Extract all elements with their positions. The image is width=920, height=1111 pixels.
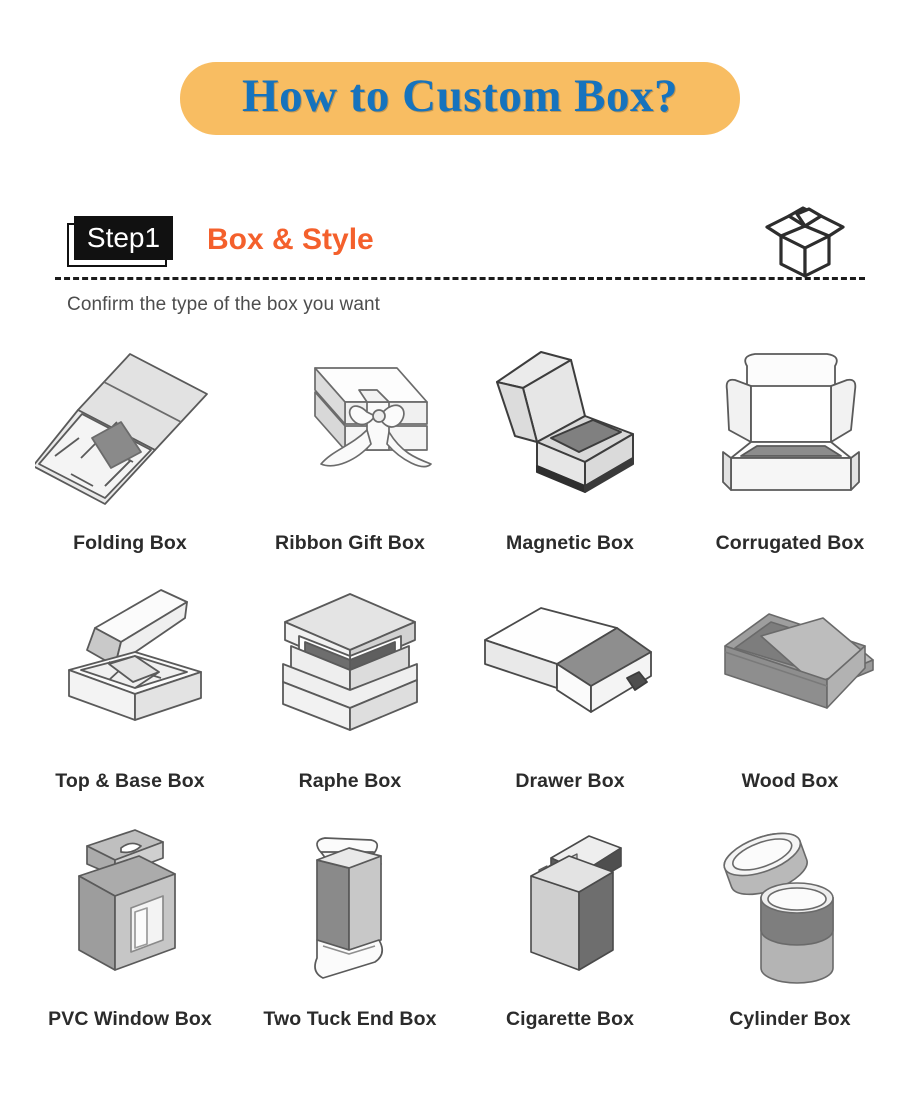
page-header: How to Custom Box? (0, 0, 920, 135)
box-card-label: Two Tuck End Box (263, 1007, 437, 1030)
box-card-pvc-window-box[interactable]: PVC Window Box (20, 818, 240, 1054)
raphe-box-illustration (240, 580, 460, 758)
box-type-grid: Folding Box (20, 342, 900, 1054)
magnetic-box-illustration (460, 342, 680, 520)
folding-box-illustration (20, 342, 240, 520)
box-card-two-tuck-end-box[interactable]: Two Tuck End Box (240, 818, 460, 1054)
box-card-label: Cylinder Box (729, 1007, 851, 1030)
box-card-label: Ribbon Gift Box (275, 531, 425, 554)
step-badge: Step1 (67, 215, 173, 267)
box-card-ribbon-gift-box[interactable]: Ribbon Gift Box (240, 342, 460, 578)
box-card-magnetic-box[interactable]: Magnetic Box (460, 342, 680, 578)
cylinder-box-illustration (680, 818, 900, 996)
box-card-label: PVC Window Box (48, 1007, 212, 1030)
step-divider (55, 276, 865, 280)
drawer-box-illustration (460, 580, 680, 758)
box-card-label: Wood Box (741, 769, 839, 792)
box-card-label: Raphe Box (298, 769, 402, 792)
box-card-label: Cigarette Box (505, 1007, 635, 1030)
box-card-label: Drawer Box (515, 769, 625, 792)
pvc-window-box-illustration (20, 818, 240, 996)
box-card-drawer-box[interactable]: Drawer Box (460, 580, 680, 816)
box-card-label: Folding Box (73, 531, 187, 554)
step-title: Box & Style (207, 222, 374, 256)
step-badge-label: Step1 (74, 215, 173, 260)
box-card-wood-box[interactable]: Wood Box (680, 580, 900, 816)
box-card-folding-box[interactable]: Folding Box (20, 342, 240, 578)
box-card-cylinder-box[interactable]: Cylinder Box (680, 818, 900, 1054)
box-card-label: Magnetic Box (506, 531, 634, 554)
top-base-box-illustration (20, 580, 240, 758)
open-box-icon (759, 205, 851, 281)
step-section: Step1 Box & Style (55, 135, 865, 316)
box-card-label: Corrugated Box (715, 531, 865, 554)
step-subtitle: Confirm the type of the box you want (67, 293, 381, 315)
box-card-raphe-box[interactable]: Raphe Box (240, 580, 460, 816)
cigarette-box-illustration (460, 818, 680, 996)
box-card-corrugated-box[interactable]: Corrugated Box (680, 342, 900, 578)
title-pill: How to Custom Box? (180, 62, 740, 135)
two-tuck-end-box-illustration (240, 818, 460, 996)
wood-box-illustration (680, 580, 900, 758)
box-card-label: Top & Base Box (55, 769, 205, 792)
box-card-cigarette-box[interactable]: Cigarette Box (460, 818, 680, 1054)
ribbon-gift-box-illustration (240, 342, 460, 520)
box-card-top-base-box[interactable]: Top & Base Box (20, 580, 240, 816)
corrugated-box-illustration (680, 342, 900, 520)
step-header: Step1 Box & Style (55, 206, 865, 278)
page-title: How to Custom Box? (242, 70, 678, 122)
